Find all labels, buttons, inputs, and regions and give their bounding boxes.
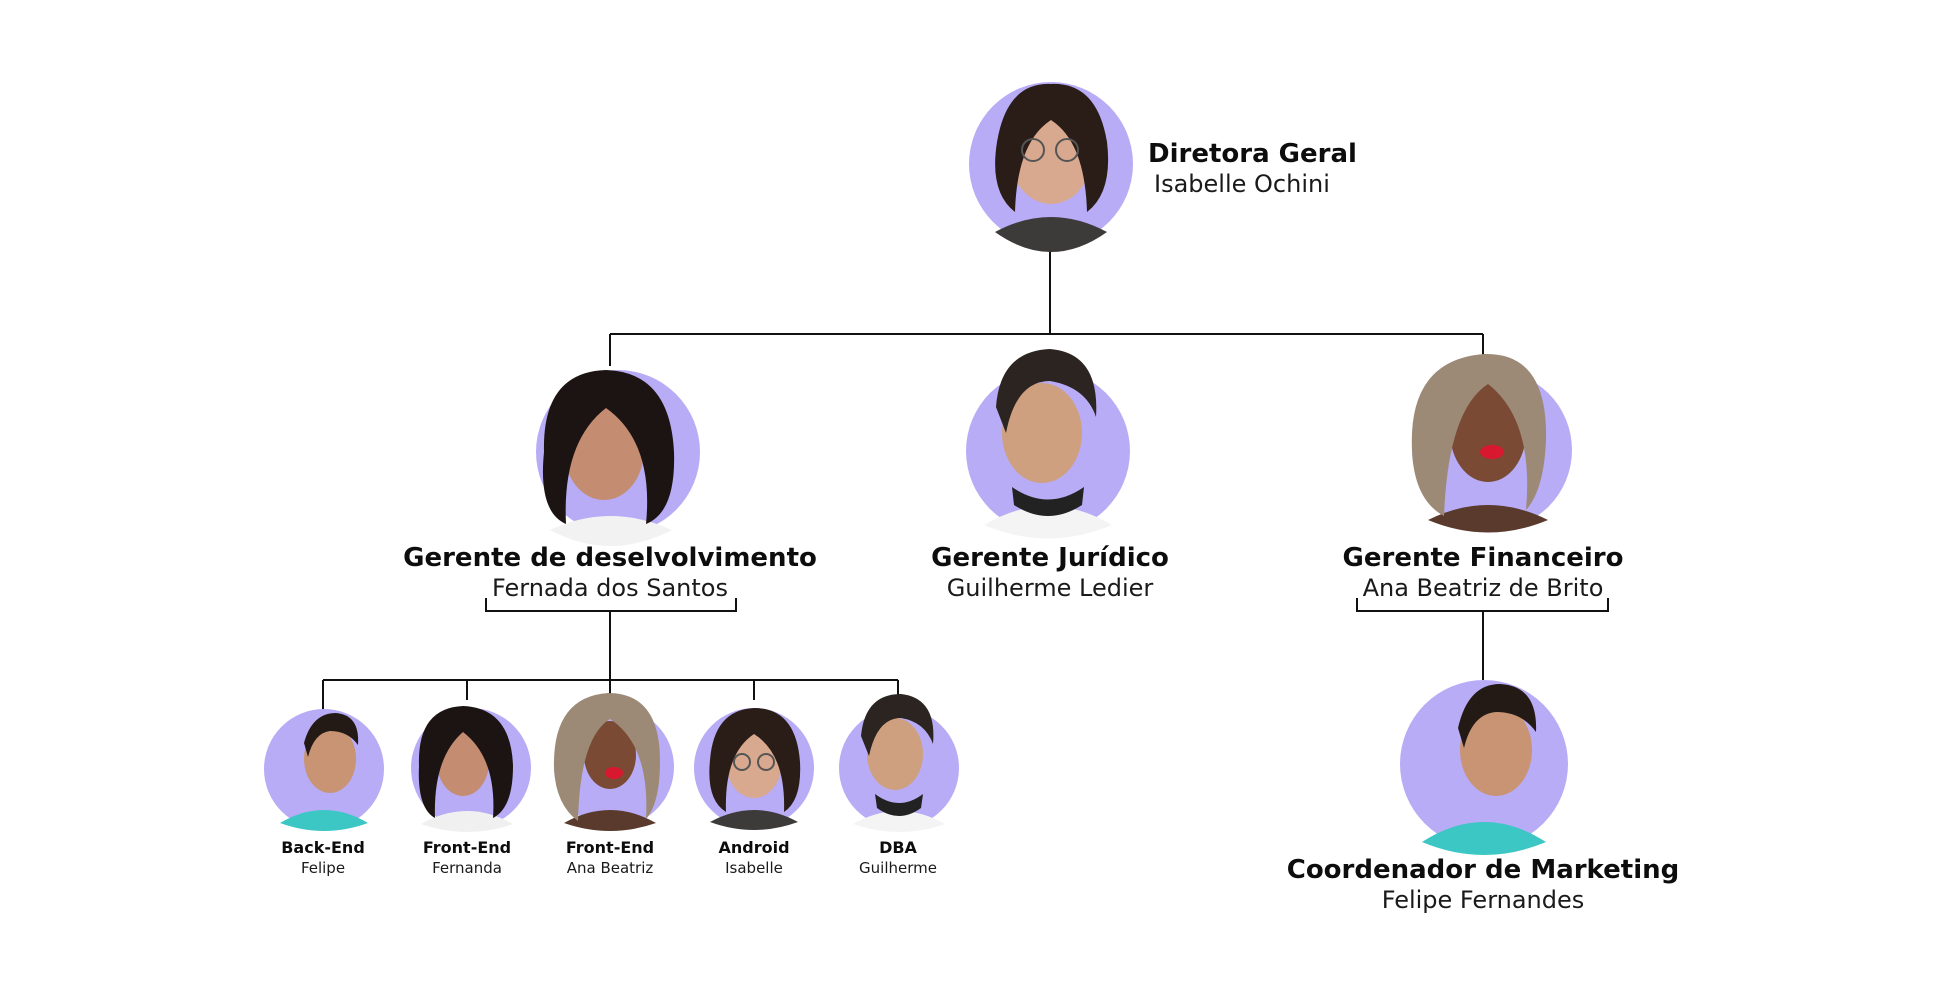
person-avatar-icon [960,337,1135,539]
director-title: Diretora Geral [1148,139,1357,169]
person-avatar-icon [967,72,1133,252]
member-name: Ana Beatriz [566,859,654,877]
member-name: Isabelle [725,859,783,877]
manager-name: Fernada dos Santos [491,574,728,602]
manager-name: Guilherme Ledier [946,574,1154,602]
manager-title: Gerente de deselvolvimento [403,543,817,573]
member-name: Felipe [300,859,346,877]
person-avatar-icon [1398,340,1573,535]
manager-title: Gerente Jurídico [931,543,1169,573]
coordinator-title: Coordenador de Marketing [1286,855,1680,885]
member-title: Back-End [281,838,365,857]
person-avatar-icon [1398,678,1573,855]
person-avatar-icon [405,700,531,832]
person-avatar-icon [262,705,387,831]
member-title: DBA [879,838,917,857]
member-name: Fernanda [432,859,502,877]
member-title: Android [718,838,790,857]
coordinator-name: Felipe Fernandes [1381,886,1585,914]
person-avatar-icon [835,686,960,832]
person-avatar-icon [692,700,817,830]
member-title: Front-End [422,838,512,857]
manager-title: Gerente Financeiro [1342,543,1624,573]
member-title: Front-End [565,838,655,857]
person-avatar-icon [524,362,700,546]
member-name: Guilherme [859,859,937,877]
director-name: Isabelle Ochini [1154,170,1330,198]
person-avatar-icon [548,685,674,831]
manager-name: Ana Beatriz de Brito [1362,574,1604,602]
